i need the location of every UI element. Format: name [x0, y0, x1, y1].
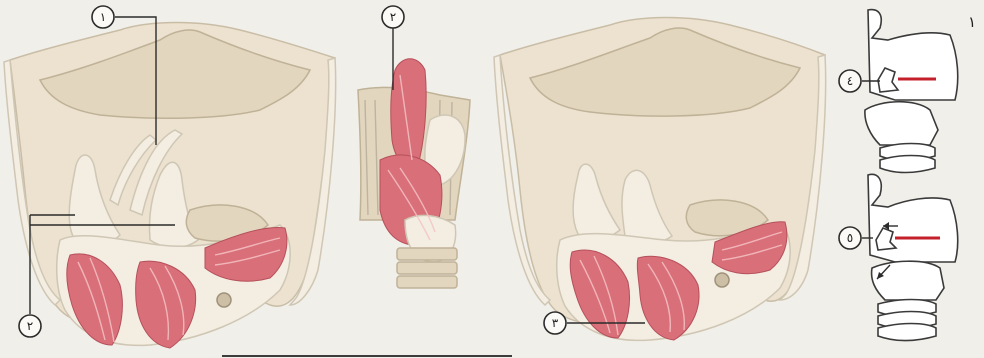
sketch-lower-trachea: [878, 300, 936, 341]
foramen-left: [217, 293, 231, 307]
trachea-rings-center: [397, 248, 457, 288]
callout-5: ٥: [839, 227, 861, 249]
sketch-upper: [865, 10, 958, 173]
callout-2-center-label: ٢: [390, 10, 396, 24]
foramen-right: [715, 273, 729, 287]
sketch-lower: [868, 174, 958, 340]
callout-2: ٢: [19, 315, 41, 337]
epiglottis-muscle-center: [391, 59, 426, 167]
vocal-fold-sketches: [865, 10, 958, 341]
sketch-lower-cricoid: [872, 261, 944, 300]
callout-1: ١: [92, 6, 114, 28]
callout-4: ٤: [839, 70, 861, 92]
callout-1-label: ١: [100, 10, 106, 24]
larynx-lateral-view-center: [358, 59, 470, 288]
callout-4-label: ٤: [847, 74, 853, 88]
callout-5-label: ٥: [847, 231, 853, 245]
panel-number: ١: [968, 13, 976, 31]
sketch-upper-cricoid: [865, 102, 938, 145]
larynx-posterior-view-right: [494, 18, 826, 341]
callout-2-label: ٢: [27, 319, 33, 333]
larynx-posterior-view-left: [4, 23, 336, 349]
callout-3: ٣: [544, 312, 566, 334]
callout-2-center: ٢: [382, 6, 404, 28]
callout-3-label: ٣: [552, 316, 559, 330]
sketch-upper-trachea: [880, 144, 935, 173]
